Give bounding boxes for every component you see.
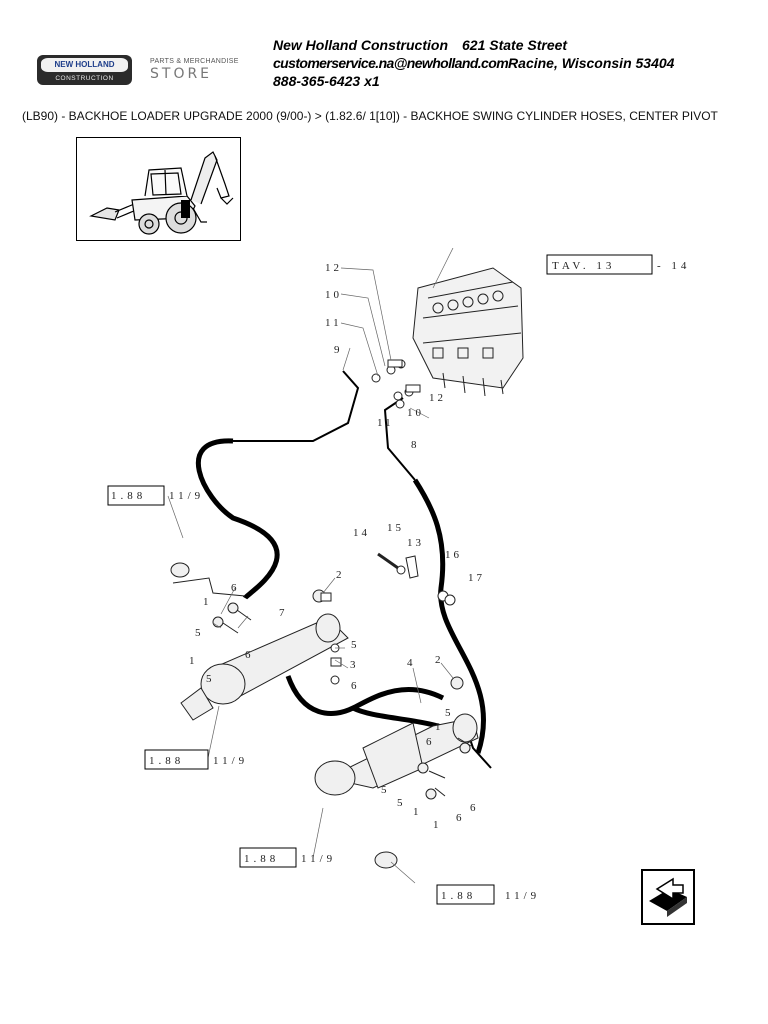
callout-5: 5 xyxy=(195,627,204,639)
tav-ref-label: TAV. 13 xyxy=(552,260,615,272)
callout-5d: 5 xyxy=(445,707,454,719)
control-valve xyxy=(412,267,524,397)
callout-16: 16 xyxy=(445,549,462,561)
callout-15: 15 xyxy=(387,522,404,534)
logo-brand-name: NEW HOLLAND xyxy=(41,58,128,72)
callout-13: 13 xyxy=(407,537,424,549)
callout-4: 4 xyxy=(407,657,416,669)
highlight-marker xyxy=(181,200,190,218)
callout-3: 3 xyxy=(350,659,359,671)
callout-12b: 12 xyxy=(429,392,446,404)
callout-6c: 6 xyxy=(351,680,360,692)
header-line-2: customerservice.na@newholland.comRacine,… xyxy=(273,55,674,71)
svg-text:1.88: 1.88 xyxy=(111,490,146,502)
callout-1: 1 xyxy=(203,596,212,608)
callout-6d: 6 xyxy=(426,736,435,748)
svg-text:1.88: 1.88 xyxy=(244,853,279,865)
ref-box-1[interactable]: 1.88 11/9 xyxy=(107,485,204,506)
callout-5f: 5 xyxy=(397,797,406,809)
ref-box-4[interactable]: 1.88 11/9 xyxy=(436,884,540,905)
arrow-icon xyxy=(649,877,687,917)
tav-ref-box xyxy=(546,254,653,275)
valve-fittings xyxy=(371,359,421,409)
ref-box-2[interactable]: 1.88 11/9 xyxy=(144,749,248,770)
backhoe-thumbnail xyxy=(76,137,241,241)
svg-text:1.88: 1.88 xyxy=(441,890,476,902)
center-fittings xyxy=(320,592,342,685)
store-tagline: PARTS & MERCHANDISE xyxy=(150,58,239,65)
header-line-1: New Holland Construction 621 State Street xyxy=(273,37,567,53)
callout-1c: 1 xyxy=(435,721,444,733)
callout-5e: 5 xyxy=(381,784,390,796)
svg-text:1.88: 1.88 xyxy=(149,755,184,767)
callout-9: 9 xyxy=(334,344,343,356)
callout-1e: 1 xyxy=(433,819,442,831)
parts-diagram: 12 10 11 9 12 10 11 8 14 15 13 16 17 2 6… xyxy=(73,248,699,928)
callout-1b: 1 xyxy=(189,655,198,667)
callout-2: 2 xyxy=(336,569,345,581)
callout-6f: 6 xyxy=(470,802,479,814)
street-address: 621 State Street xyxy=(462,37,568,53)
callout-6b: 6 xyxy=(245,649,254,661)
city-address: Racine, Wisconsin 53404 xyxy=(508,55,675,71)
svg-text:11/9: 11/9 xyxy=(505,890,540,902)
callout-11b: 11 xyxy=(377,417,394,429)
bolt-and-bracket xyxy=(377,552,456,606)
swing-cylinder-right xyxy=(314,676,479,869)
callout-8: 8 xyxy=(411,439,420,451)
ref-box-3[interactable]: 1.88 11/9 xyxy=(239,847,336,868)
svg-text:11/9: 11/9 xyxy=(213,755,248,767)
tav-ref-suffix: - 14 xyxy=(657,260,690,272)
callout-12: 12 xyxy=(325,262,342,274)
callout-2b: 2 xyxy=(435,654,444,666)
callout-10b: 10 xyxy=(407,407,424,419)
store-name: STORE xyxy=(150,66,213,82)
breadcrumb: (LB90) - BACKHOE LOADER UPGRADE 2000 (9/… xyxy=(22,109,718,123)
callout-5c: 5 xyxy=(206,673,215,685)
svg-text:11/9: 11/9 xyxy=(169,490,204,502)
callout-14: 14 xyxy=(353,527,370,539)
callout-10: 10 xyxy=(325,289,342,301)
company-name: New Holland Construction xyxy=(273,37,448,53)
new-holland-logo: NEW HOLLAND CONSTRUCTION xyxy=(37,55,132,85)
swing-cylinder-left xyxy=(170,562,349,721)
email-link[interactable]: customerservice.na@newholland.com xyxy=(273,55,509,71)
callout-17: 17 xyxy=(468,572,485,584)
callout-7: 7 xyxy=(279,607,288,619)
callout-6e: 6 xyxy=(456,812,465,824)
svg-text:11/9: 11/9 xyxy=(301,853,336,865)
phone-number: 888-365-6423 x1 xyxy=(273,73,380,89)
callout-1d: 1 xyxy=(413,806,422,818)
next-page-button[interactable] xyxy=(641,869,695,925)
callout-11: 11 xyxy=(325,317,342,329)
logo-division: CONSTRUCTION xyxy=(55,75,114,82)
callout-5b: 5 xyxy=(351,639,360,651)
callout-6: 6 xyxy=(231,582,240,594)
